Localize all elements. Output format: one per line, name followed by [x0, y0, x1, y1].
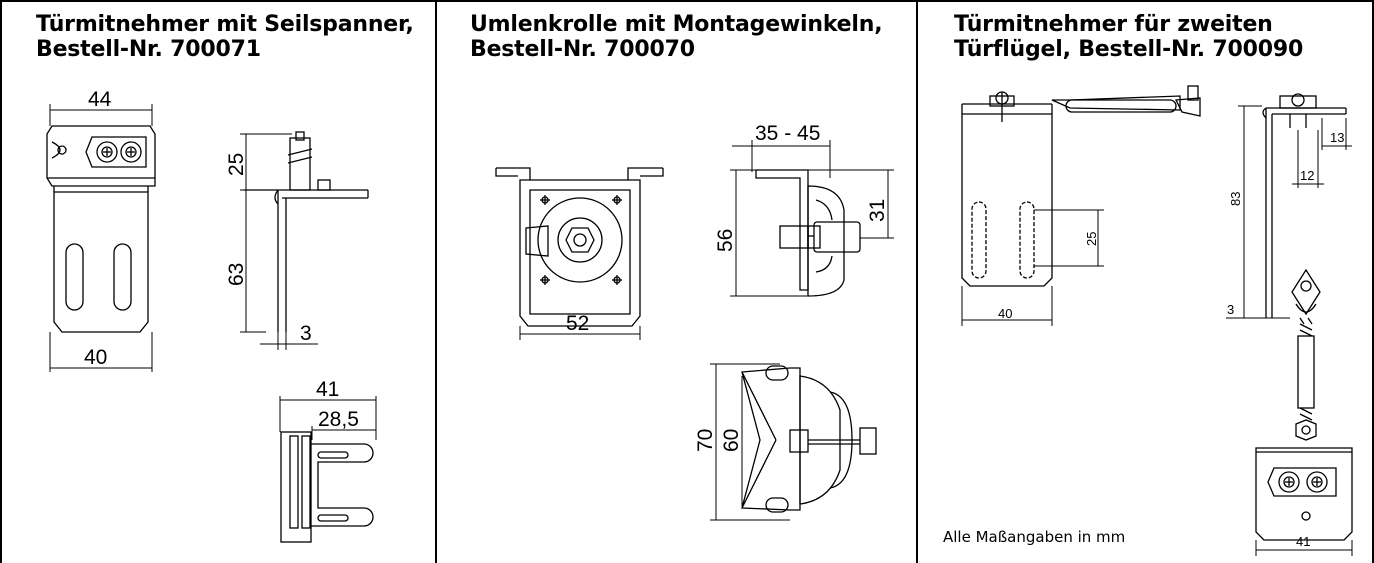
drawing-pulley-side: [730, 140, 894, 297]
top-border: [0, 0, 1374, 2]
drawing-second-driver-front: [961, 85, 1201, 326]
dim-width-front: 52: [566, 312, 589, 335]
drawing-pulley-front: [495, 167, 664, 340]
dim-height: 83: [1228, 192, 1243, 206]
title-line2: Bestell-Nr. 700070: [470, 37, 695, 62]
dim-range: 35 - 45: [755, 122, 820, 145]
title-line2: Bestell-Nr. 700071: [36, 37, 261, 62]
dim-h-inner: 60: [720, 429, 743, 452]
dim-h-lower: 63: [225, 263, 248, 286]
dim-w-outer: 41: [316, 378, 339, 401]
dim-slot: 25: [1084, 232, 1099, 246]
dim-h-outer: 70: [694, 429, 717, 452]
dim-off12: 12: [1300, 168, 1314, 183]
dim-width-top: 44: [88, 88, 112, 111]
title-line1: Umlenkrolle mit Montagewinkeln,: [470, 12, 883, 37]
dim-thickness: 3: [300, 322, 312, 345]
panel-second-leaf-driver: Türmitnehmer für zweiten Türflügel, Best…: [916, 0, 1374, 563]
dim-offset: 31: [866, 199, 889, 222]
dim-width: 40: [998, 306, 1012, 321]
dim-plate: 41: [1296, 534, 1310, 549]
units-note: Alle Maßangaben in mm: [943, 528, 1126, 546]
title-line2: Türflügel, Bestell-Nr. 700090: [954, 37, 1304, 62]
title-line1: Türmitnehmer mit Seilspanner,: [36, 12, 414, 37]
panel-door-driver: Türmitnehmer mit Seilspanner, Bestell-Nr…: [0, 0, 435, 563]
panel-title: Türmitnehmer mit Seilspanner, Bestell-Nr…: [36, 12, 414, 62]
dim-thickness: 3: [1227, 302, 1234, 317]
dim-off13: 13: [1330, 130, 1344, 145]
panel-title: Umlenkrolle mit Montagewinkeln, Bestell-…: [470, 12, 883, 62]
drawing-second-driver-side: [1226, 93, 1352, 319]
drawing-door-driver-side: [240, 131, 369, 350]
dim-width-bottom: 40: [84, 346, 107, 369]
drawing-door-driver-top: [279, 396, 377, 543]
panel-pulley: Umlenkrolle mit Montagewinkeln, Bestell-…: [435, 0, 916, 563]
drawing-door-driver-front: [46, 104, 156, 372]
drawing-tensioner: [1255, 268, 1353, 556]
panel-title: Türmitnehmer für zweiten Türflügel, Best…: [954, 12, 1303, 62]
drawing-pulley-top: [710, 363, 877, 521]
dim-height: 56: [714, 229, 737, 252]
title-line1: Türmitnehmer für zweiten: [954, 12, 1273, 37]
dim-h-upper: 25: [225, 153, 248, 176]
dim-w-inner: 28,5: [318, 408, 359, 431]
